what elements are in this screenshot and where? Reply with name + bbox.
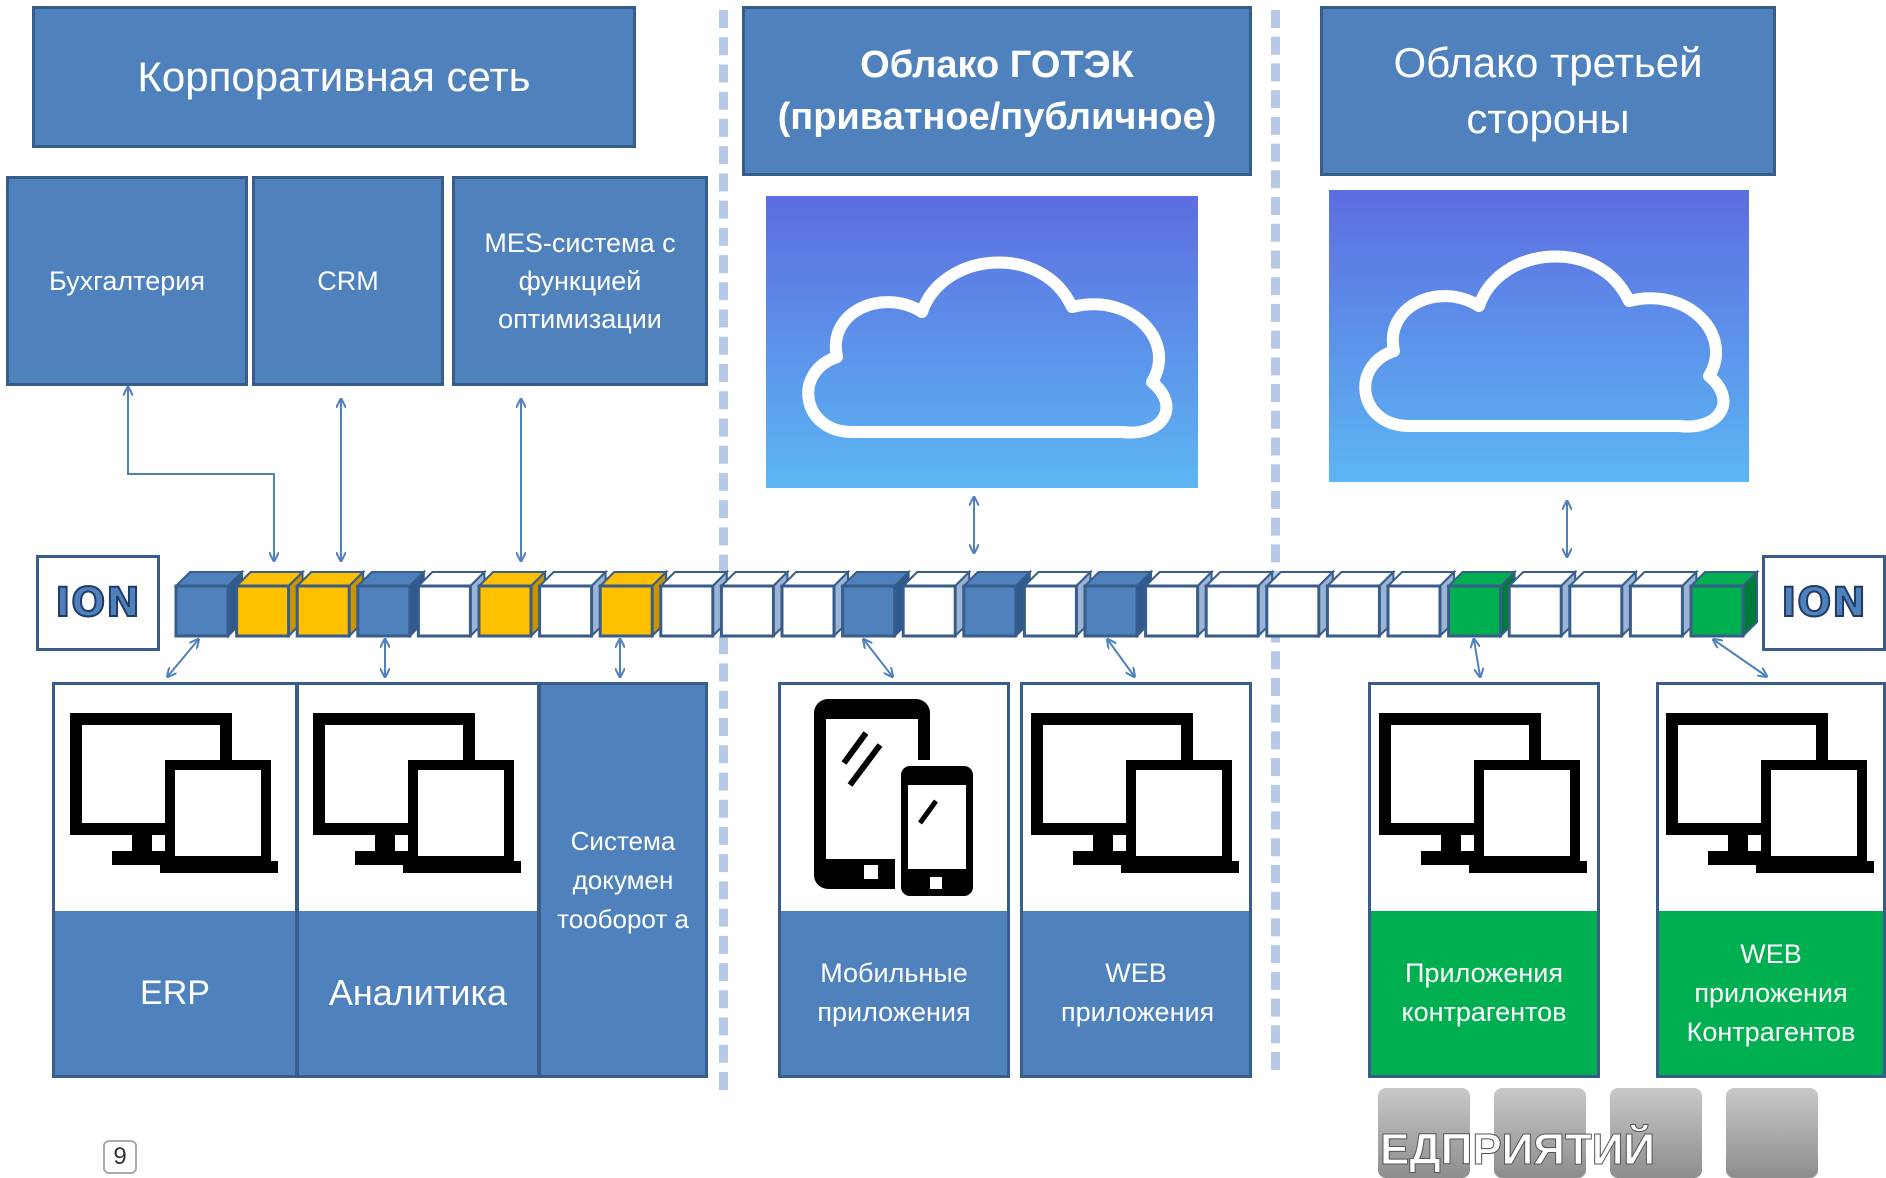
connectors [128, 388, 1766, 676]
zone-separator-right [1271, 10, 1280, 1070]
bus-cell [1264, 569, 1336, 639]
connector-web [1108, 640, 1134, 676]
bus-cell [961, 569, 1033, 639]
bus-cell [658, 569, 730, 639]
cloud-icon [802, 256, 1173, 439]
bus-cell [900, 569, 972, 639]
zone-title-corporate: Корпоративная сеть [32, 6, 636, 148]
bus-cell [1203, 569, 1275, 639]
desktop-monitors-icon [70, 713, 278, 873]
bus-cell [415, 569, 487, 639]
tablet-phone-icon [814, 699, 979, 902]
bus-cell [1567, 569, 1639, 639]
zone-title-gotek-cloud: Облако ГОТЭК (приватное/публичное) [742, 6, 1252, 176]
bus-cell [597, 569, 669, 639]
app-partner-applications: Приложения контрагентов [1368, 682, 1600, 1078]
desktop-monitors-icon [1666, 713, 1874, 873]
system-mes: MES-система с функцией оптимизации [452, 176, 708, 386]
watermark-text: ЕДПРИЯТИЙ [1379, 1125, 1656, 1175]
app-document-flow: Система докумен тооборот а [538, 682, 708, 1078]
third-party-cloud-image [1329, 190, 1749, 482]
bus-cell [476, 569, 548, 639]
connector-accounting [128, 388, 274, 560]
bus-cell [234, 569, 306, 639]
bus-cell [779, 569, 851, 639]
bus-cell [1143, 569, 1215, 639]
desktop-monitors-icon [1031, 713, 1239, 873]
cloud-icon [1359, 250, 1730, 433]
box-package-icon [1378, 1088, 1470, 1178]
app-analytics-label: Аналитика [299, 911, 537, 1075]
message-bus [173, 569, 1760, 639]
bus-cell [718, 569, 790, 639]
app-analytics: Аналитика [296, 682, 540, 1078]
bus-cell [1446, 569, 1518, 639]
tray-package-icon [1726, 1088, 1818, 1178]
desktop-monitors-icon [1379, 713, 1587, 873]
app-erp-label: ERP [55, 911, 295, 1075]
bus-cell [1688, 569, 1760, 639]
ion-label-right: ION [1762, 555, 1886, 651]
bus-cell [840, 569, 912, 639]
bus-cell [1627, 569, 1699, 639]
app-web: WEB приложения [1020, 682, 1252, 1078]
bus-cell [1506, 569, 1578, 639]
connector-partner-applications [1474, 640, 1480, 676]
system-accounting: Бухгалтерия [6, 176, 248, 386]
app-mobile: Мобильные приложения [778, 682, 1010, 1078]
connector-mobile [864, 640, 892, 676]
connector-erp [168, 640, 198, 676]
app-mobile-label: Мобильные приложения [781, 911, 1007, 1075]
system-crm: CRM [252, 176, 444, 386]
roll-package-icon [1610, 1088, 1702, 1178]
gotek-cloud-image [766, 196, 1198, 488]
bus-cell [1324, 569, 1396, 639]
app-document-flow-label: Система докумен тооборот а [557, 825, 689, 934]
connector-partner-web [1714, 640, 1766, 676]
desktop-monitors-icon [313, 713, 521, 873]
bus-cell [355, 569, 427, 639]
bus-cell [1385, 569, 1457, 639]
zone-separator-left [719, 10, 728, 1090]
app-partner-web-label: WEB приложения Контрагентов [1659, 911, 1883, 1075]
bus-cell [537, 569, 609, 639]
app-erp: ERP [52, 682, 298, 1078]
carton-package-icon [1494, 1088, 1586, 1178]
page-number: 9 [103, 1140, 137, 1174]
app-web-label: WEB приложения [1023, 911, 1249, 1075]
bus-cell [173, 569, 245, 639]
bus-cell [1082, 569, 1154, 639]
bus-cell [294, 569, 366, 639]
app-partner-web: WEB приложения Контрагентов [1656, 682, 1886, 1078]
zone-title-third-party-cloud: Облако третьей стороны [1320, 6, 1776, 176]
app-partner-applications-label: Приложения контрагентов [1371, 911, 1597, 1075]
bus-cell [1021, 569, 1093, 639]
ion-label-left: ION [36, 555, 160, 651]
